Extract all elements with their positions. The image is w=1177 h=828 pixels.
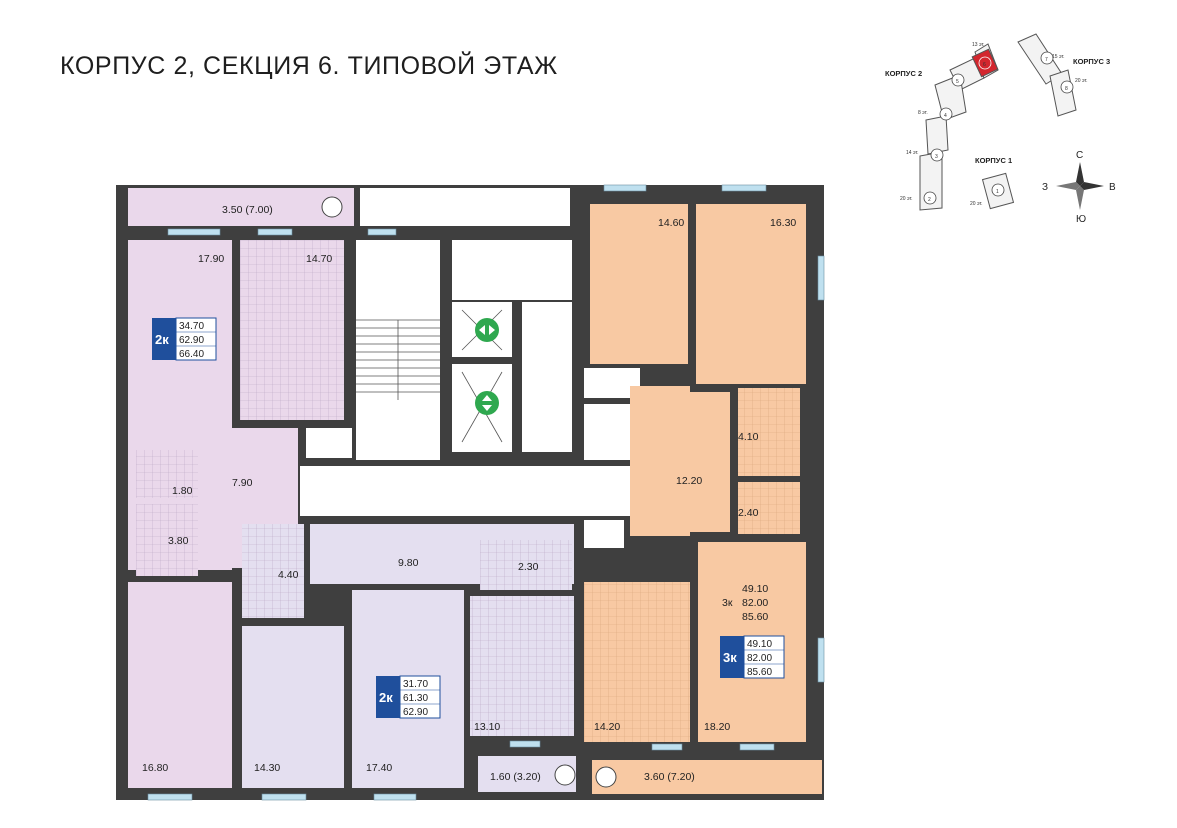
balcony-marker-icon (554, 764, 576, 786)
compass-east: В (1109, 182, 1116, 193)
room-area: 2.30 (518, 561, 539, 573)
room-area: 13.10 (474, 721, 500, 733)
apartment-type: 2к (379, 690, 393, 705)
room-area: 1.60 (3.20) (490, 771, 541, 783)
apartment-right (584, 204, 822, 794)
apartment-area: 34.70 (179, 321, 204, 332)
apartment-area-plain: 85.60 (742, 611, 768, 623)
floors-label-2b: 20 эт. (1075, 78, 1088, 84)
compass-south: Ю (1076, 214, 1086, 225)
floors-label-4: 14 эт. (906, 150, 919, 156)
apartment-type: 3к (723, 650, 737, 665)
balcony-marker-icon (595, 766, 617, 788)
room-area: 12.20 (676, 475, 702, 487)
lift-icon (475, 318, 499, 342)
apartment-type-plain: 3к (722, 597, 733, 609)
apartment-area: 31.70 (403, 679, 428, 690)
apartment-badge[interactable]: 2к 34.70 62.90 66.40 (152, 317, 217, 361)
section-markers (923, 56, 992, 205)
floors-label-6: 20 эт. (970, 201, 983, 207)
page-title: КОРПУС 2, СЕКЦИЯ 6. ТИПОВОЙ ЭТАЖ (60, 52, 558, 80)
room-area: 14.70 (306, 253, 332, 265)
apartment-area: 85.60 (747, 667, 772, 678)
compass-icon (1056, 162, 1104, 210)
floors-label-5: 20 эт. (900, 196, 913, 202)
apartment-badge[interactable]: 2к 31.70 61.30 62.90 (376, 675, 441, 719)
key-map: 6 5 4 3 2 КОРПУС 2 13 эт. 8 эт. 14 эт. 2… (885, 33, 1116, 225)
apartment-left (128, 188, 354, 788)
lift-icon (475, 391, 499, 415)
floors-label-3: 8 эт. (918, 110, 928, 116)
apartment-area: 82.00 (747, 653, 772, 664)
room-area: 1.80 (172, 485, 193, 497)
room-area: 16.30 (770, 217, 796, 229)
room-area: 3.60 (7.20) (644, 771, 695, 783)
korpus-2-label: КОРПУС 2 (885, 69, 922, 78)
section-4-label: 4 (944, 113, 947, 119)
apartment-area-plain: 82.00 (742, 597, 768, 609)
section-1-label: 1 (996, 189, 999, 195)
section-5-label: 5 (956, 79, 959, 85)
compass-north: С (1076, 150, 1083, 161)
korpus-1-label: КОРПУС 1 (975, 156, 1012, 165)
korpus-3-label: КОРПУС 3 (1073, 57, 1110, 66)
room-area: 14.60 (658, 217, 684, 229)
section-3-label: 3 (935, 154, 938, 160)
apartment-area: 62.90 (403, 707, 428, 718)
section-2-label: 2 (928, 197, 931, 203)
apartment-area-plain: 49.10 (742, 583, 768, 595)
room-area: 17.90 (198, 253, 224, 265)
room-area: 4.10 (738, 431, 759, 443)
section-7-label: 7 (1045, 57, 1048, 63)
apartment-area: 49.10 (747, 639, 772, 650)
floors-label-2: 15 эт. (1052, 54, 1065, 60)
section-6-label: 6 (983, 62, 986, 68)
room-area: 16.80 (142, 762, 168, 774)
apartment-type: 2к (155, 332, 169, 347)
compass-west: З (1042, 182, 1048, 193)
room-area: 2.40 (738, 507, 759, 519)
balcony-marker-icon (321, 196, 343, 218)
apartment-badge[interactable]: 3к 49.10 82.00 85.60 (720, 635, 785, 679)
room-area: 3.80 (168, 535, 189, 547)
section-8-label: 8 (1065, 86, 1068, 92)
apartment-area: 61.30 (403, 693, 428, 704)
room-area: 3.50 (7.00) (222, 204, 273, 216)
corridor (300, 466, 640, 516)
room-area: 7.90 (232, 477, 253, 489)
floors-label-1: 13 эт. (972, 42, 985, 48)
apartment-area: 62.90 (179, 335, 204, 346)
room-area: 14.30 (254, 762, 280, 774)
room-area: 17.40 (366, 762, 392, 774)
windows (147, 184, 825, 801)
stair-core (306, 188, 660, 548)
room-area: 4.40 (278, 569, 299, 581)
room-area: 9.80 (398, 557, 419, 569)
room-area: 18.20 (704, 721, 730, 733)
room-area: 14.20 (594, 721, 620, 733)
apartment-center (242, 524, 576, 792)
apartment-area: 66.40 (179, 349, 204, 360)
